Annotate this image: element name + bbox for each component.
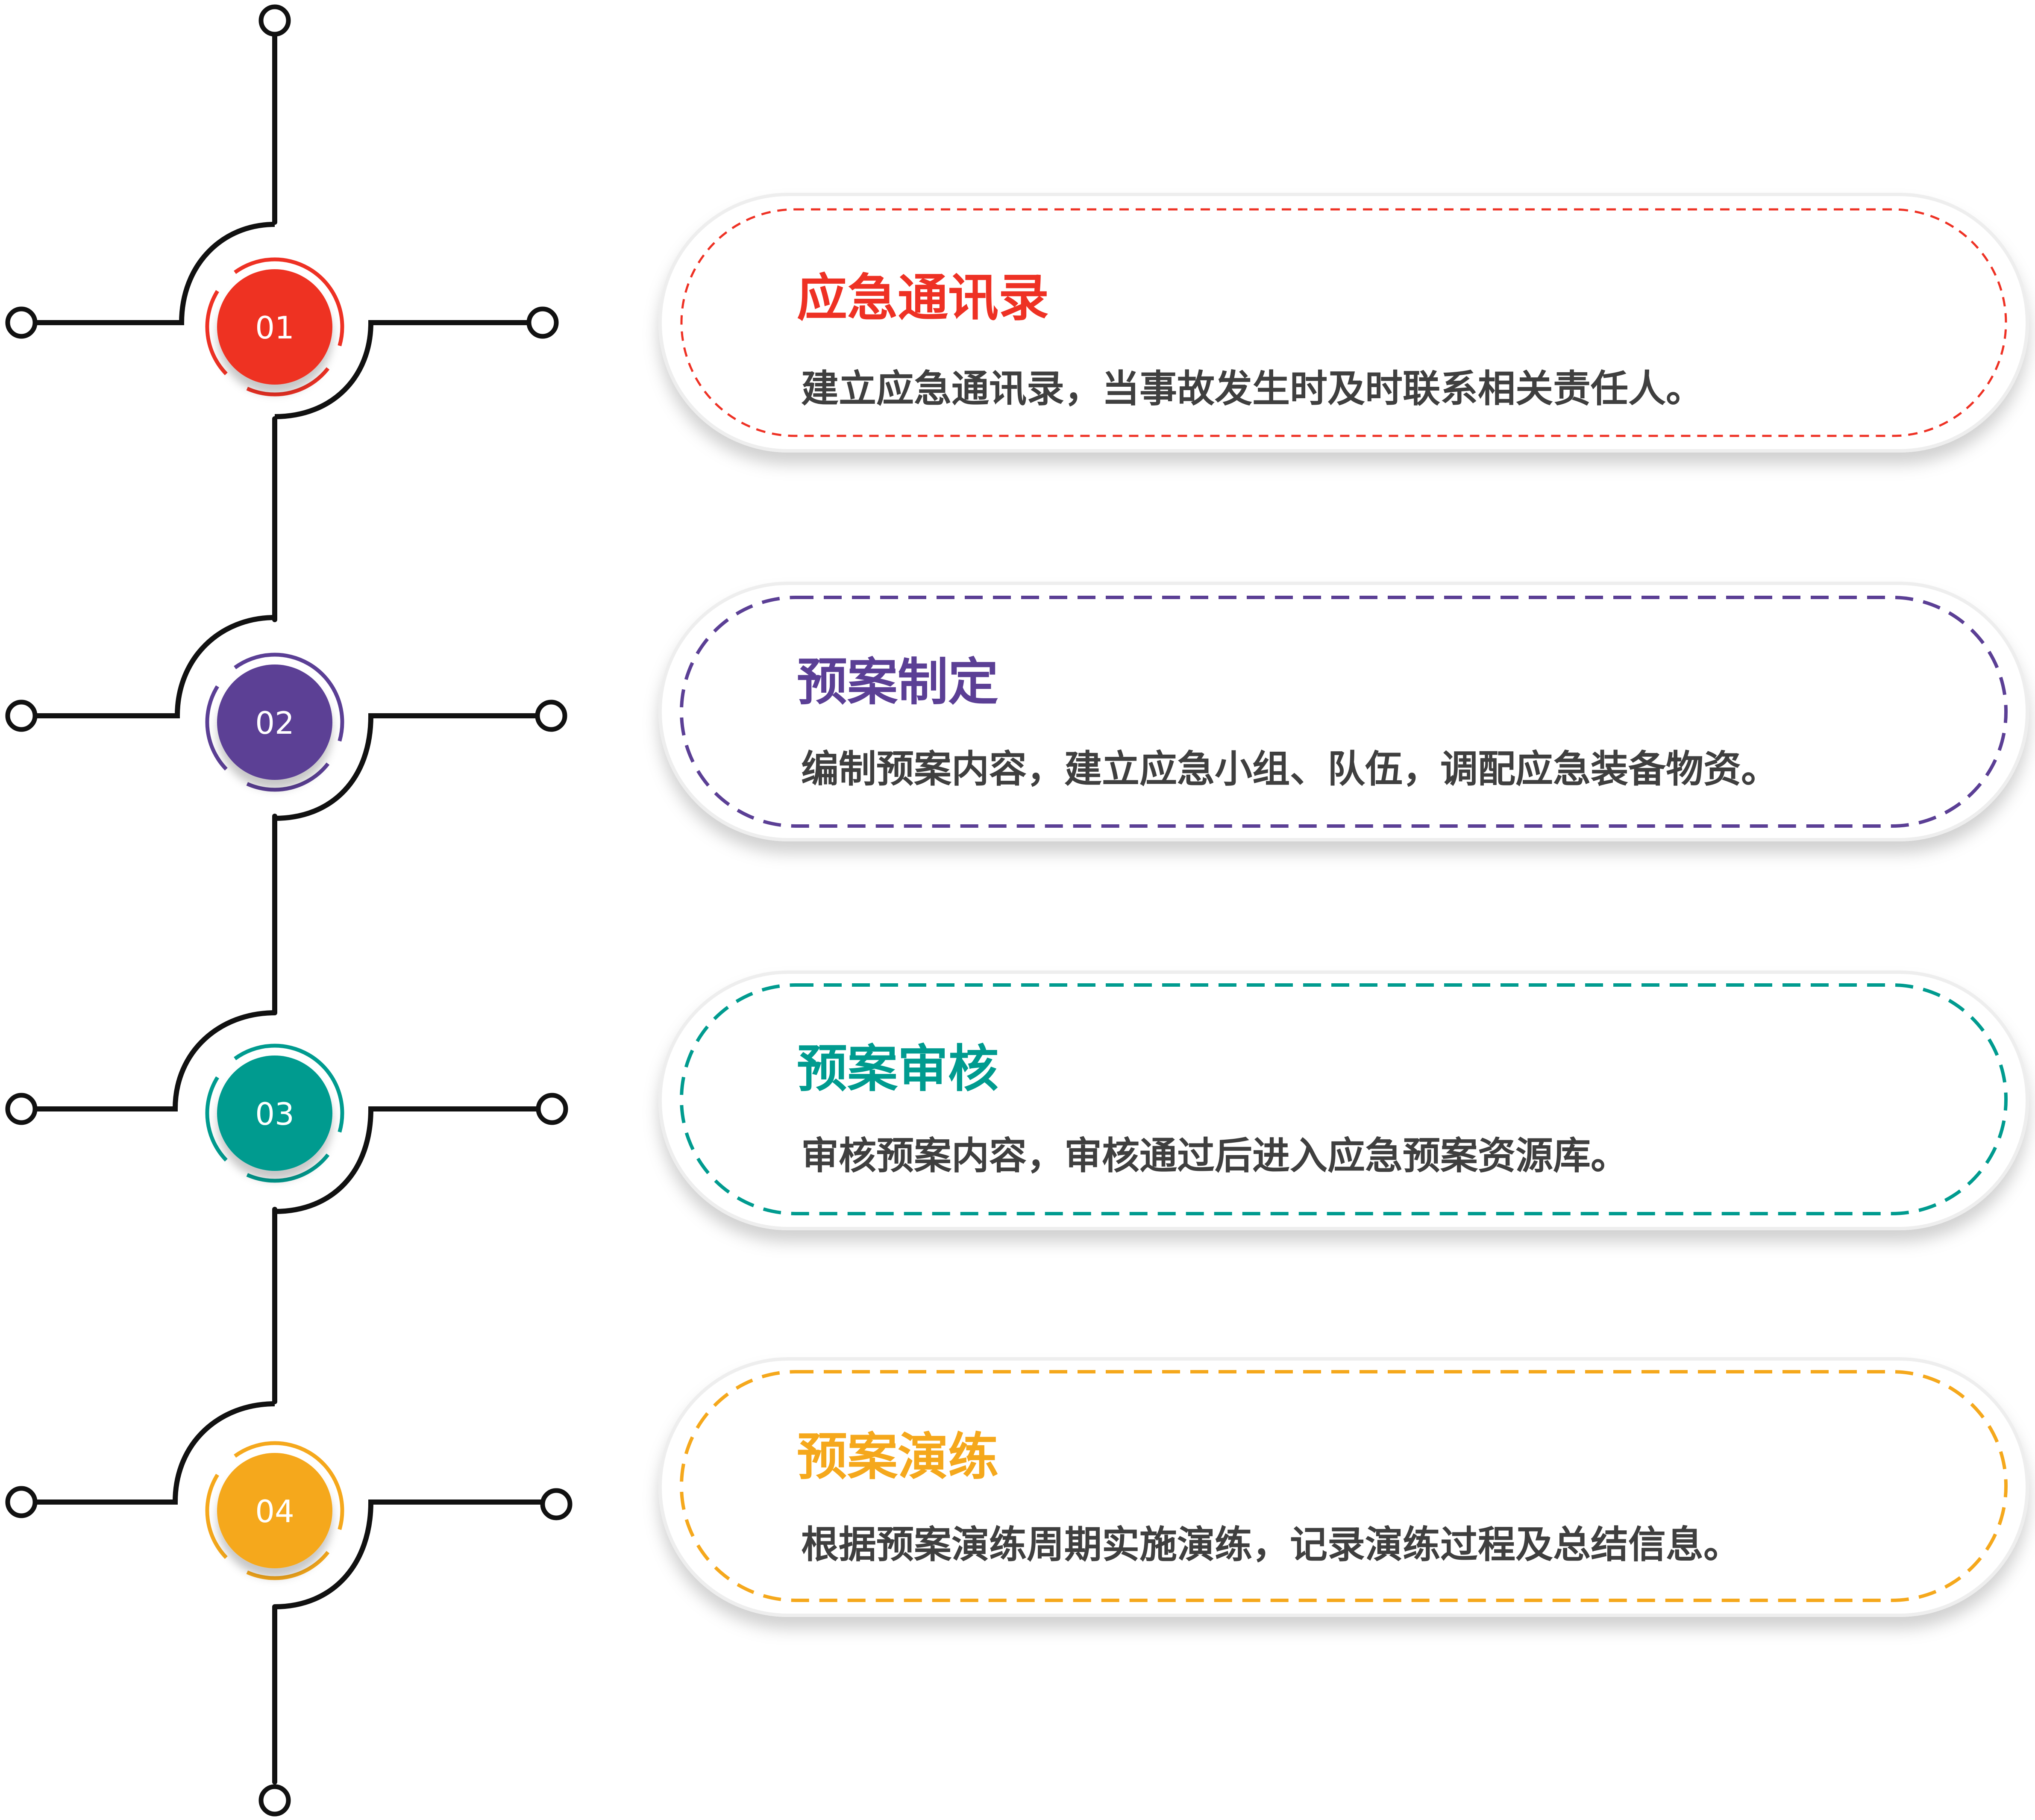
step-badge bbox=[217, 1056, 332, 1171]
connector-node bbox=[540, 1488, 573, 1520]
step-card bbox=[658, 970, 2029, 1230]
step-number: 03 bbox=[255, 1096, 294, 1132]
connector-node bbox=[535, 700, 567, 732]
step-badge bbox=[217, 664, 332, 780]
badge-dash-ring bbox=[205, 1441, 344, 1580]
card-dash-border bbox=[680, 596, 2008, 828]
step-description: 编制预案内容，建立应急小组、队伍，调配应急装备物资。 bbox=[801, 747, 1779, 791]
connector-node bbox=[5, 306, 38, 339]
timeline-endpoints bbox=[258, 4, 291, 1817]
endpoint-node bbox=[258, 4, 291, 37]
step-badge bbox=[217, 1453, 332, 1568]
step-03: 03 预案审核 审核预案内容，审核通过后进入应急预案资源库。 bbox=[5, 970, 2029, 1230]
step-connector bbox=[34, 1401, 545, 1609]
step-connector bbox=[34, 222, 530, 419]
card-dash-border bbox=[680, 208, 2007, 437]
step-number: 04 bbox=[255, 1494, 294, 1529]
card-dash-border bbox=[680, 983, 2008, 1215]
step-02: 02 预案制定 编制预案内容，建立应急小组、队伍，调配应急装备物资。 bbox=[5, 582, 2029, 841]
step-title: 预案制定 bbox=[797, 653, 998, 712]
step-connector bbox=[34, 1010, 540, 1214]
step-card bbox=[658, 193, 2029, 453]
badge-dash-ring bbox=[205, 1044, 344, 1183]
step-connector bbox=[34, 615, 538, 821]
step-title: 预案演练 bbox=[797, 1427, 998, 1486]
endpoint-node bbox=[258, 1784, 291, 1817]
step-card bbox=[658, 1357, 2029, 1617]
step-badge bbox=[217, 269, 332, 385]
step-description: 建立应急通讯录，当事故发生时及时联系相关责任人。 bbox=[801, 367, 1703, 411]
badge-dash-ring bbox=[205, 653, 344, 792]
badge-dash-ring bbox=[205, 257, 344, 397]
step-01: 01 应急通讯录 建立应急通讯录，当事故发生时及时联系相关责任人。 bbox=[5, 193, 2029, 453]
step-title: 应急通讯录 bbox=[797, 268, 1049, 327]
card-dash-border bbox=[680, 1370, 2008, 1602]
step-description: 根据预案演练周期实施演练，记录演练过程及总结信息。 bbox=[801, 1523, 1741, 1567]
step-title: 预案审核 bbox=[797, 1039, 998, 1098]
connector-node bbox=[536, 1093, 568, 1125]
connector-node bbox=[526, 306, 559, 339]
connector-node bbox=[5, 700, 38, 732]
step-04: 04 预案演练 根据预案演练周期实施演练，记录演练过程及总结信息。 bbox=[5, 1357, 2029, 1617]
connector-node bbox=[5, 1486, 38, 1518]
step-number: 02 bbox=[255, 705, 294, 741]
step-card bbox=[658, 582, 2029, 841]
connector-node bbox=[5, 1093, 38, 1125]
step-description: 审核预案内容，审核通过后进入应急预案资源库。 bbox=[801, 1134, 1628, 1178]
step-number: 01 bbox=[255, 310, 294, 346]
